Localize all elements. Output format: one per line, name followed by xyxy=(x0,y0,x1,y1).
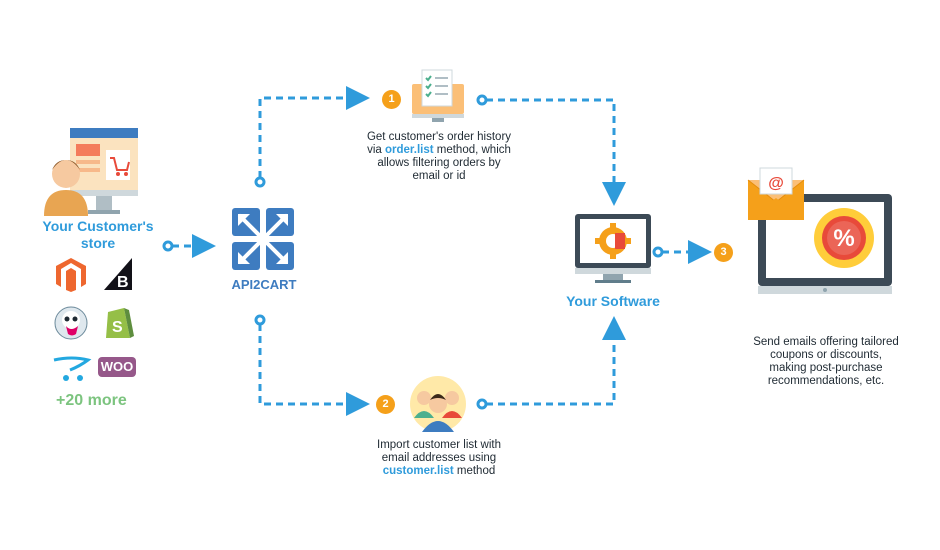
connector-dot xyxy=(476,94,488,106)
step-1-badge: 1 xyxy=(382,90,401,109)
api2cart-label: API2CART xyxy=(231,277,297,292)
connector-step1-to-software xyxy=(486,98,626,206)
step-3-badge: 3 xyxy=(714,243,733,262)
api2cart-logo-icon xyxy=(232,208,294,270)
svg-text:%: % xyxy=(833,225,854,252)
step-2-line3-suffix: method xyxy=(453,465,496,477)
more-platforms-label: +20 more xyxy=(56,392,127,409)
step-3-line1: Send emails offering tailored xyxy=(753,336,899,348)
connector-dot xyxy=(254,176,266,188)
svg-text:B: B xyxy=(117,274,129,291)
software-label: Your Software xyxy=(566,293,660,309)
step-1-line2-suffix: method, which xyxy=(433,144,511,156)
connector-dot xyxy=(254,314,266,326)
step-2-badge: 2 xyxy=(376,395,395,414)
shopify-icon: S xyxy=(106,308,134,338)
connector-api-to-step1 xyxy=(258,86,370,178)
step-2-description: Import customer list with email addresse… xyxy=(344,439,534,478)
opencart-icon xyxy=(53,356,92,381)
step-1-line1: Get customer's order history xyxy=(366,131,512,143)
magento-icon xyxy=(56,258,86,292)
step-1-line2: via order.list method, which xyxy=(344,144,534,157)
step-2-line3: customer.list method xyxy=(344,465,534,478)
order-history-icon xyxy=(412,69,464,122)
step-2-line2: email addresses using xyxy=(381,452,497,464)
customer-list-method: customer.list xyxy=(382,465,454,477)
store-title-line1: Your Customer's xyxy=(42,218,154,234)
bigcommerce-icon: B xyxy=(104,258,132,291)
step-1-line3: allows filtering orders by xyxy=(377,157,501,169)
woocommerce-icon: WOO xyxy=(98,357,136,377)
store-title: Your Customer's store xyxy=(30,218,166,252)
store-title-line2: store xyxy=(80,235,116,251)
step-3-line2: coupons or discounts, xyxy=(770,349,882,361)
prestashop-icon xyxy=(54,306,88,340)
step-3-line4: recommendations, etc. xyxy=(767,375,885,387)
woo-text: WOO xyxy=(100,359,134,374)
software-monitor-icon xyxy=(575,214,651,283)
connector-dot xyxy=(162,240,174,252)
connector-dot xyxy=(476,398,488,410)
order-list-method: order.list xyxy=(384,144,434,156)
connector-dot xyxy=(652,246,664,258)
step-1-description: Get customer's order history via order.l… xyxy=(344,131,534,183)
connector-api-to-step2 xyxy=(258,324,370,416)
svg-text:S: S xyxy=(112,319,123,336)
step-3-line3: making post-purchase xyxy=(769,362,883,374)
step-3-description: Send emails offering tailored coupons or… xyxy=(736,336,916,388)
store-illustration xyxy=(44,128,138,216)
email-coupon-monitor-icon: % @ xyxy=(747,167,892,294)
step-1-line4: email or id xyxy=(412,170,466,182)
customer-list-icon xyxy=(410,376,466,432)
connector-step2-to-software xyxy=(486,316,626,406)
svg-text:@: @ xyxy=(768,175,784,192)
step-2-line1: Import customer list with xyxy=(377,439,501,451)
step-1-line2-prefix: via xyxy=(367,144,385,156)
